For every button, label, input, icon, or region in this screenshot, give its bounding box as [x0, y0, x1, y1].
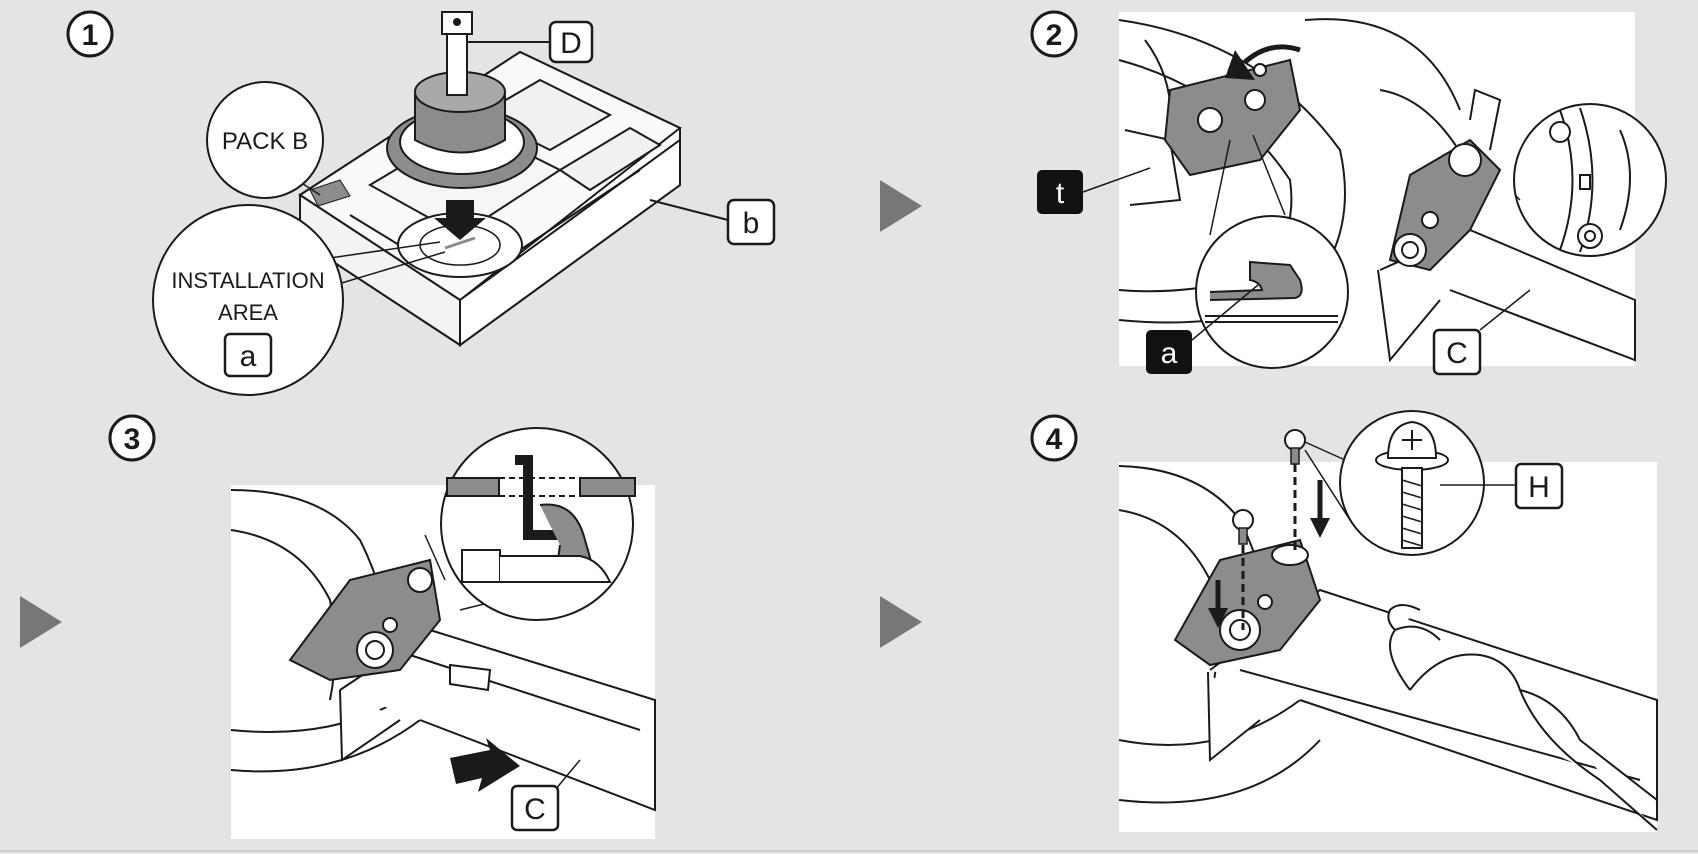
svg-text:PACK B: PACK B	[222, 128, 308, 155]
step-3: 3	[108, 414, 656, 839]
pack-b-tag	[309, 179, 351, 207]
svg-text:C: C	[1446, 337, 1468, 370]
magnifier-callout-icon	[1339, 410, 1485, 556]
arrow-right-icon	[880, 180, 922, 232]
curved-arrow-icon	[1225, 50, 1255, 80]
svg-text:t: t	[1056, 177, 1065, 210]
svg-text:b: b	[743, 207, 760, 240]
callout-part-b: b	[726, 198, 776, 246]
callout-tab-t: t	[1037, 170, 1083, 214]
step-2-number-badge: 2	[1030, 10, 1078, 58]
svg-text:H: H	[1528, 471, 1550, 504]
arrow-right-icon	[20, 596, 62, 648]
callout-part-d: D	[548, 20, 594, 64]
svg-text:D: D	[560, 27, 582, 60]
step-4: 4	[1030, 410, 1658, 832]
svg-text:a: a	[1161, 337, 1178, 370]
step-3-illustration	[230, 489, 656, 812]
step-4-number-badge: 4	[1030, 414, 1078, 462]
svg-text:INSTALLATION: INSTALLATION	[171, 268, 324, 293]
step-2: 2	[1030, 10, 1667, 376]
step-3-number-badge: 3	[108, 414, 156, 462]
step-1-number-badge: 1	[66, 10, 114, 58]
step-2-number: 2	[1046, 19, 1063, 52]
callout-tab-a: a	[1146, 330, 1192, 374]
callout-part-c-step2: C	[1432, 328, 1482, 376]
arrow-right-icon	[450, 738, 520, 792]
screw-icon	[1284, 429, 1306, 550]
step-4-number: 4	[1046, 423, 1063, 456]
magnifier-callout-icon	[1195, 215, 1349, 369]
svg-text:C: C	[524, 793, 546, 826]
step-1-number: 1	[82, 19, 99, 52]
svg-text:a: a	[240, 340, 257, 373]
arrow-right-icon	[880, 596, 922, 648]
step-2-illustration	[1118, 18, 1636, 363]
installation-area-callout: INSTALLATION AREA a	[152, 204, 344, 396]
arrow-down-icon	[1310, 518, 1330, 538]
magnifier-callout-icon	[440, 427, 636, 621]
arrow-down-icon	[434, 200, 486, 240]
pack-b-callout: PACK B	[206, 81, 324, 199]
step-1: 1	[66, 10, 776, 396]
callout-part-c-step3: C	[510, 784, 560, 832]
step-3-number: 3	[124, 423, 141, 456]
arrow-down-icon	[1208, 608, 1228, 628]
screw-icon	[1232, 509, 1254, 630]
callout-screw-h: H	[1514, 462, 1564, 510]
svg-text:AREA: AREA	[218, 300, 278, 325]
camera-base-unit	[386, 11, 538, 189]
hand-icon	[1387, 604, 1658, 831]
detail-magnifier	[1513, 103, 1667, 257]
